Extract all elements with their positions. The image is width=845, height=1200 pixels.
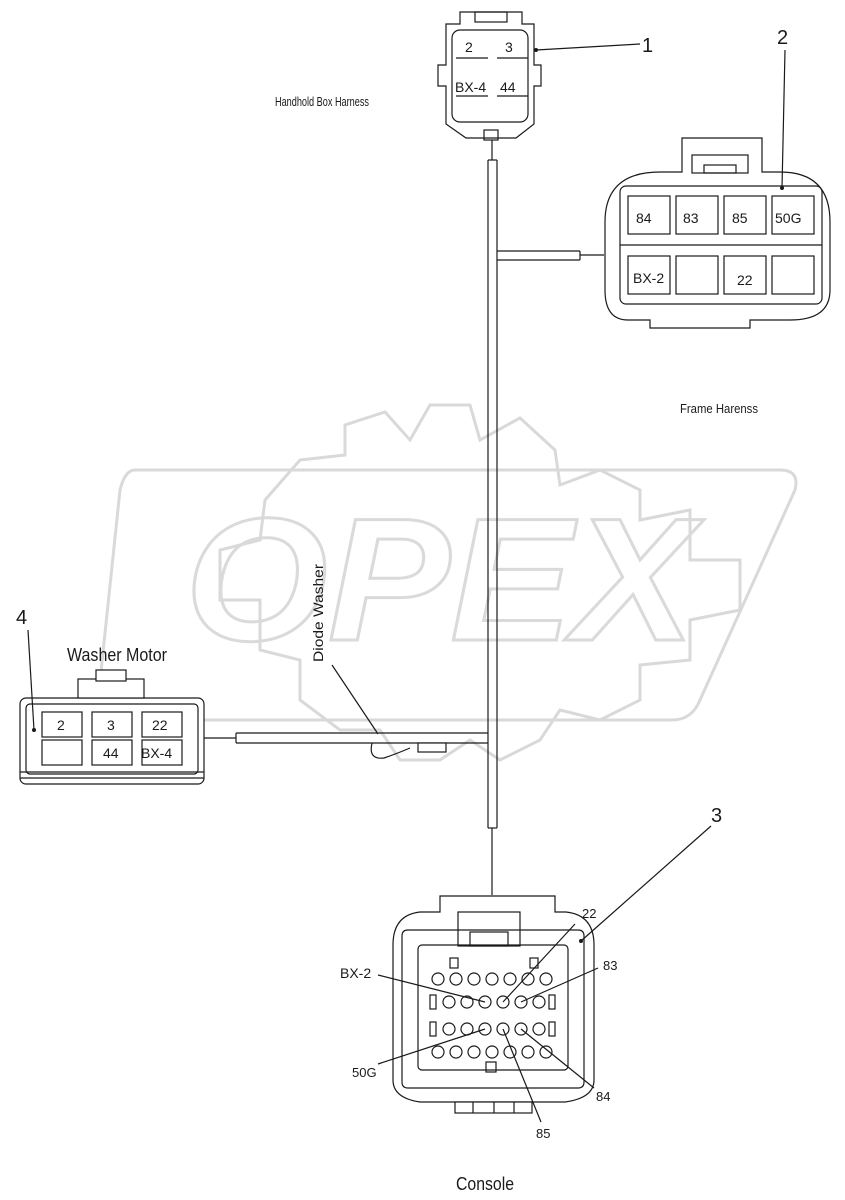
watermark-banner-outline bbox=[95, 468, 798, 722]
console-label: Console bbox=[456, 1174, 514, 1194]
connector4-pin: BX-4 bbox=[141, 745, 172, 761]
connector1-pin: 44 bbox=[500, 79, 516, 95]
console-pin-label: 50G bbox=[352, 1065, 377, 1080]
console-pin-label: 83 bbox=[603, 958, 617, 973]
connector1-pin: 3 bbox=[505, 39, 513, 55]
console-pin-label: 85 bbox=[536, 1126, 550, 1141]
watermark-text: OPEX bbox=[185, 483, 705, 678]
connector2-pin: 50G bbox=[775, 210, 801, 226]
callout-2: 2 bbox=[777, 27, 788, 49]
connector-3 bbox=[377, 895, 599, 1123]
connector-4: 2 3 22 44 BX-4 bbox=[19, 669, 205, 785]
connector2-pin: 22 bbox=[737, 272, 753, 288]
washer-motor-label: Washer Motor bbox=[67, 645, 167, 665]
connector4-pin: 44 bbox=[103, 745, 119, 761]
connector2-pin: 83 bbox=[683, 210, 699, 226]
callout-1: 1 bbox=[642, 35, 653, 57]
opex-watermark: OPEX bbox=[95, 403, 798, 762]
connector-1: 2 3 BX-4 44 bbox=[437, 11, 542, 141]
connector4-pin: 2 bbox=[57, 717, 65, 733]
connector1-pin: 2 bbox=[465, 39, 473, 55]
watermark-gear-outline bbox=[218, 403, 742, 762]
diode-washer-label: Diode Washer bbox=[310, 564, 326, 662]
connector2-pin: 85 bbox=[732, 210, 748, 226]
harness bbox=[204, 140, 604, 895]
connector4-pin: 22 bbox=[152, 717, 168, 733]
console-pin-label: 84 bbox=[596, 1089, 610, 1104]
handhold-box-harness-label: Handhold Box Harness bbox=[275, 94, 369, 109]
console-pin-label: BX-2 bbox=[340, 965, 371, 981]
frame-harness-label: Frame Harenss bbox=[680, 401, 758, 416]
console-pin-label: 22 bbox=[582, 906, 596, 921]
connector4-pin: 3 bbox=[107, 717, 115, 733]
connector1-pin: BX-4 bbox=[455, 79, 486, 95]
connector3-pin-grid bbox=[429, 972, 556, 1059]
connector-2: 84 83 85 50G BX-2 22 bbox=[604, 137, 831, 329]
callout-4: 4 bbox=[16, 607, 27, 629]
connector2-pin: 84 bbox=[636, 210, 652, 226]
callout-3: 3 bbox=[711, 805, 722, 827]
connector2-pin: BX-2 bbox=[633, 270, 664, 286]
